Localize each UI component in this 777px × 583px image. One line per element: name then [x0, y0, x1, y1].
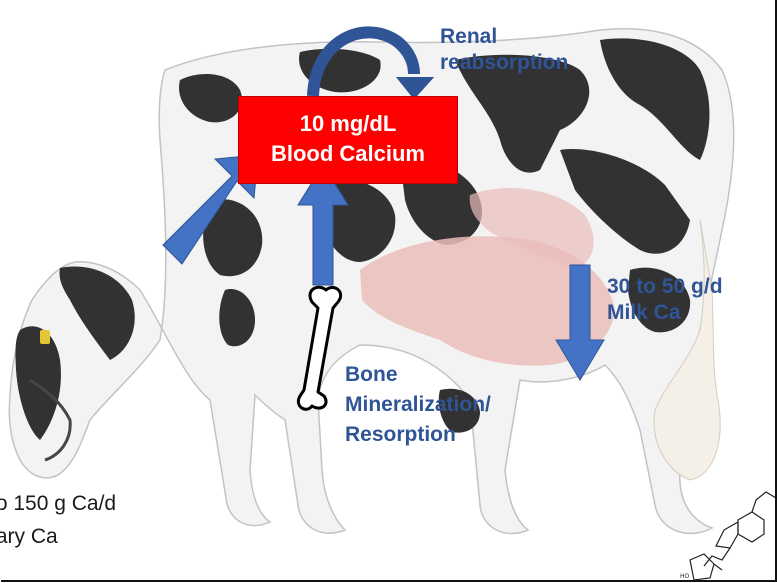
milk-label: 30 to 50 g/d Milk Ca — [607, 274, 723, 326]
svg-text:HO: HO — [680, 573, 690, 580]
blood-calcium-label: Blood Calcium — [239, 139, 457, 169]
bone-label: Bone Mineralization/ Resorption — [345, 360, 491, 450]
intake-label: to 150 g Ca/d tary Ca — [0, 487, 116, 553]
vitamin-d-molecule-icon: HO — [680, 492, 776, 580]
blood-calcium-value: 10 mg/dL — [239, 109, 457, 139]
blood-calcium-box: 10 mg/dL Blood Calcium — [238, 96, 458, 184]
renal-label: Renal reabsorption — [440, 24, 568, 76]
